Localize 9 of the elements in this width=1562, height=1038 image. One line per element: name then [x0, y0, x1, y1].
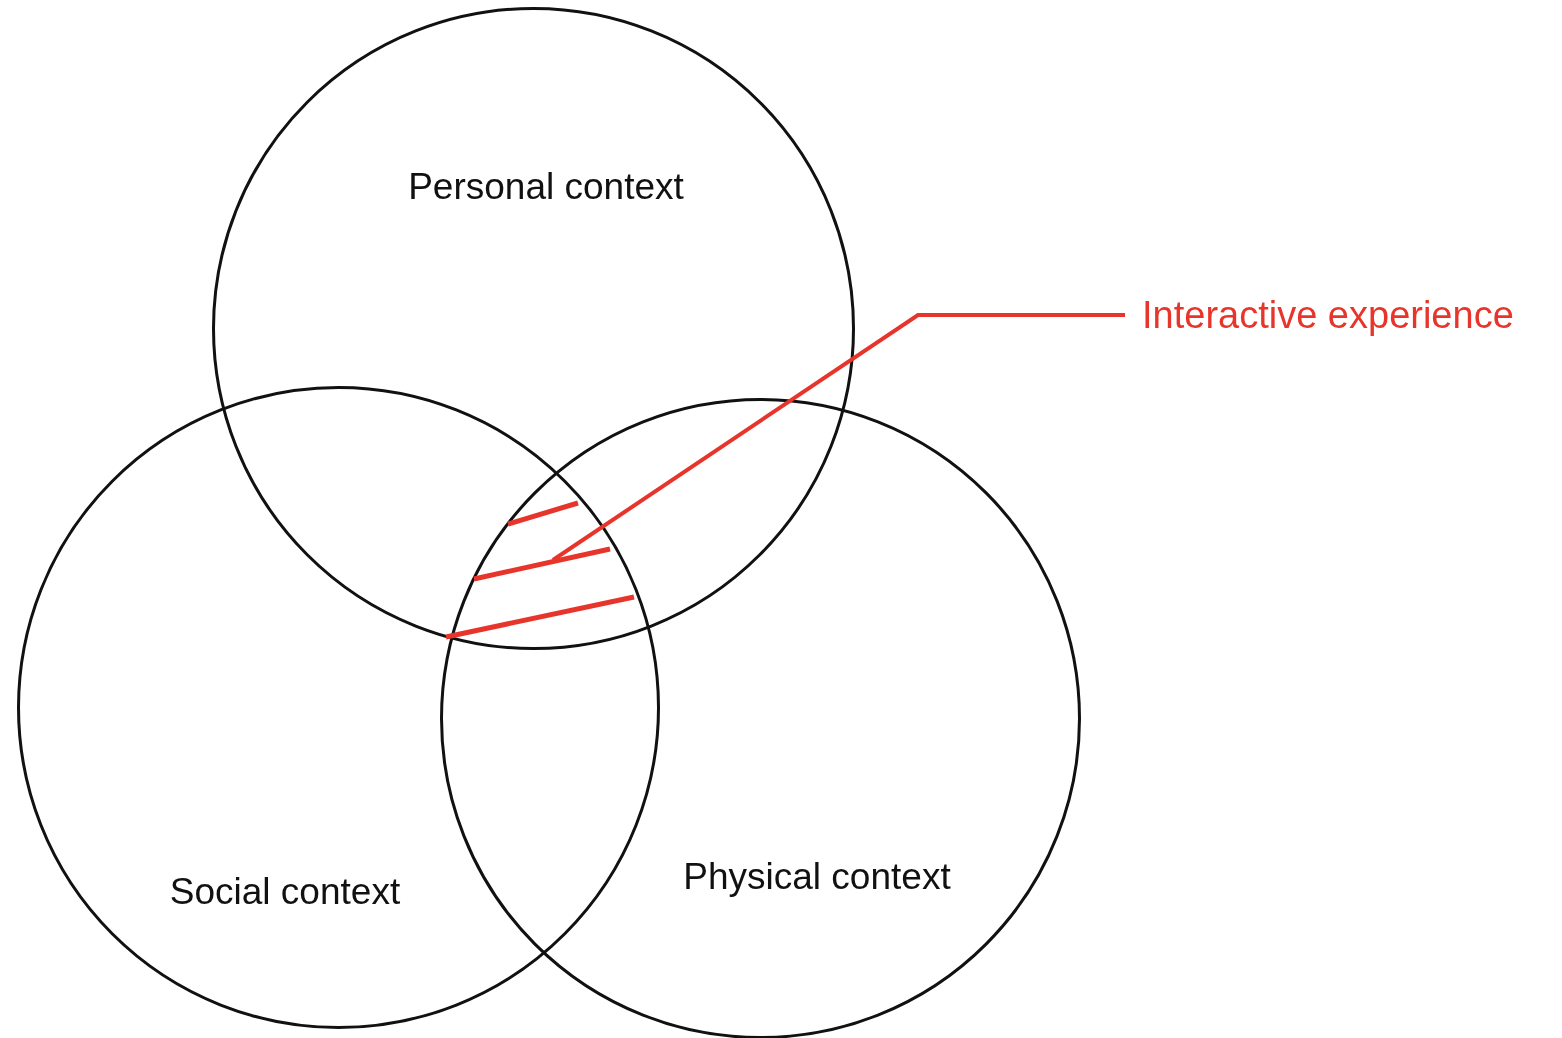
context-circle [211, 6, 855, 650]
circle-label: Personal context [408, 166, 684, 208]
context-circle [439, 397, 1081, 1038]
circle-label: Social context [169, 871, 401, 913]
hatched-region [445, 500, 635, 640]
leader-line [551, 313, 1125, 562]
callout-label: Interactive experience [1142, 293, 1514, 337]
context-circle [16, 385, 660, 1029]
circle-label: Physical context [683, 856, 951, 898]
